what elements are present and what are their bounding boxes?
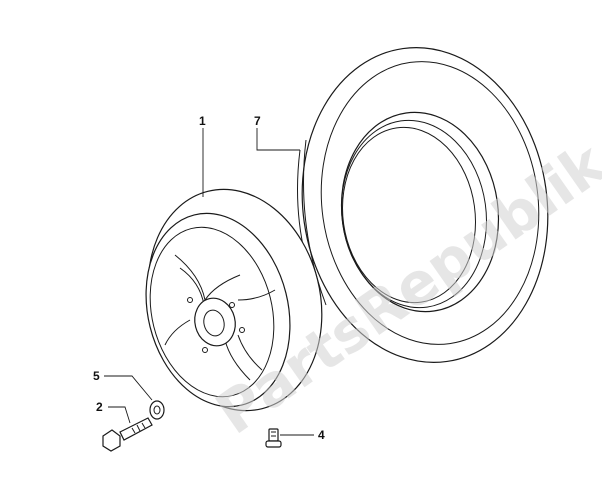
wheel-rim — [145, 188, 323, 412]
leader-lines — [104, 128, 314, 436]
callout-1: 1 — [199, 114, 206, 128]
callout-4: 4 — [318, 428, 325, 442]
wheel-bolt — [102, 417, 153, 452]
callout-2: 2 — [96, 400, 103, 414]
tyre — [297, 47, 549, 363]
valve — [265, 428, 282, 448]
callout-7: 7 — [254, 114, 261, 128]
washer — [149, 400, 165, 420]
callout-5: 5 — [93, 369, 100, 383]
